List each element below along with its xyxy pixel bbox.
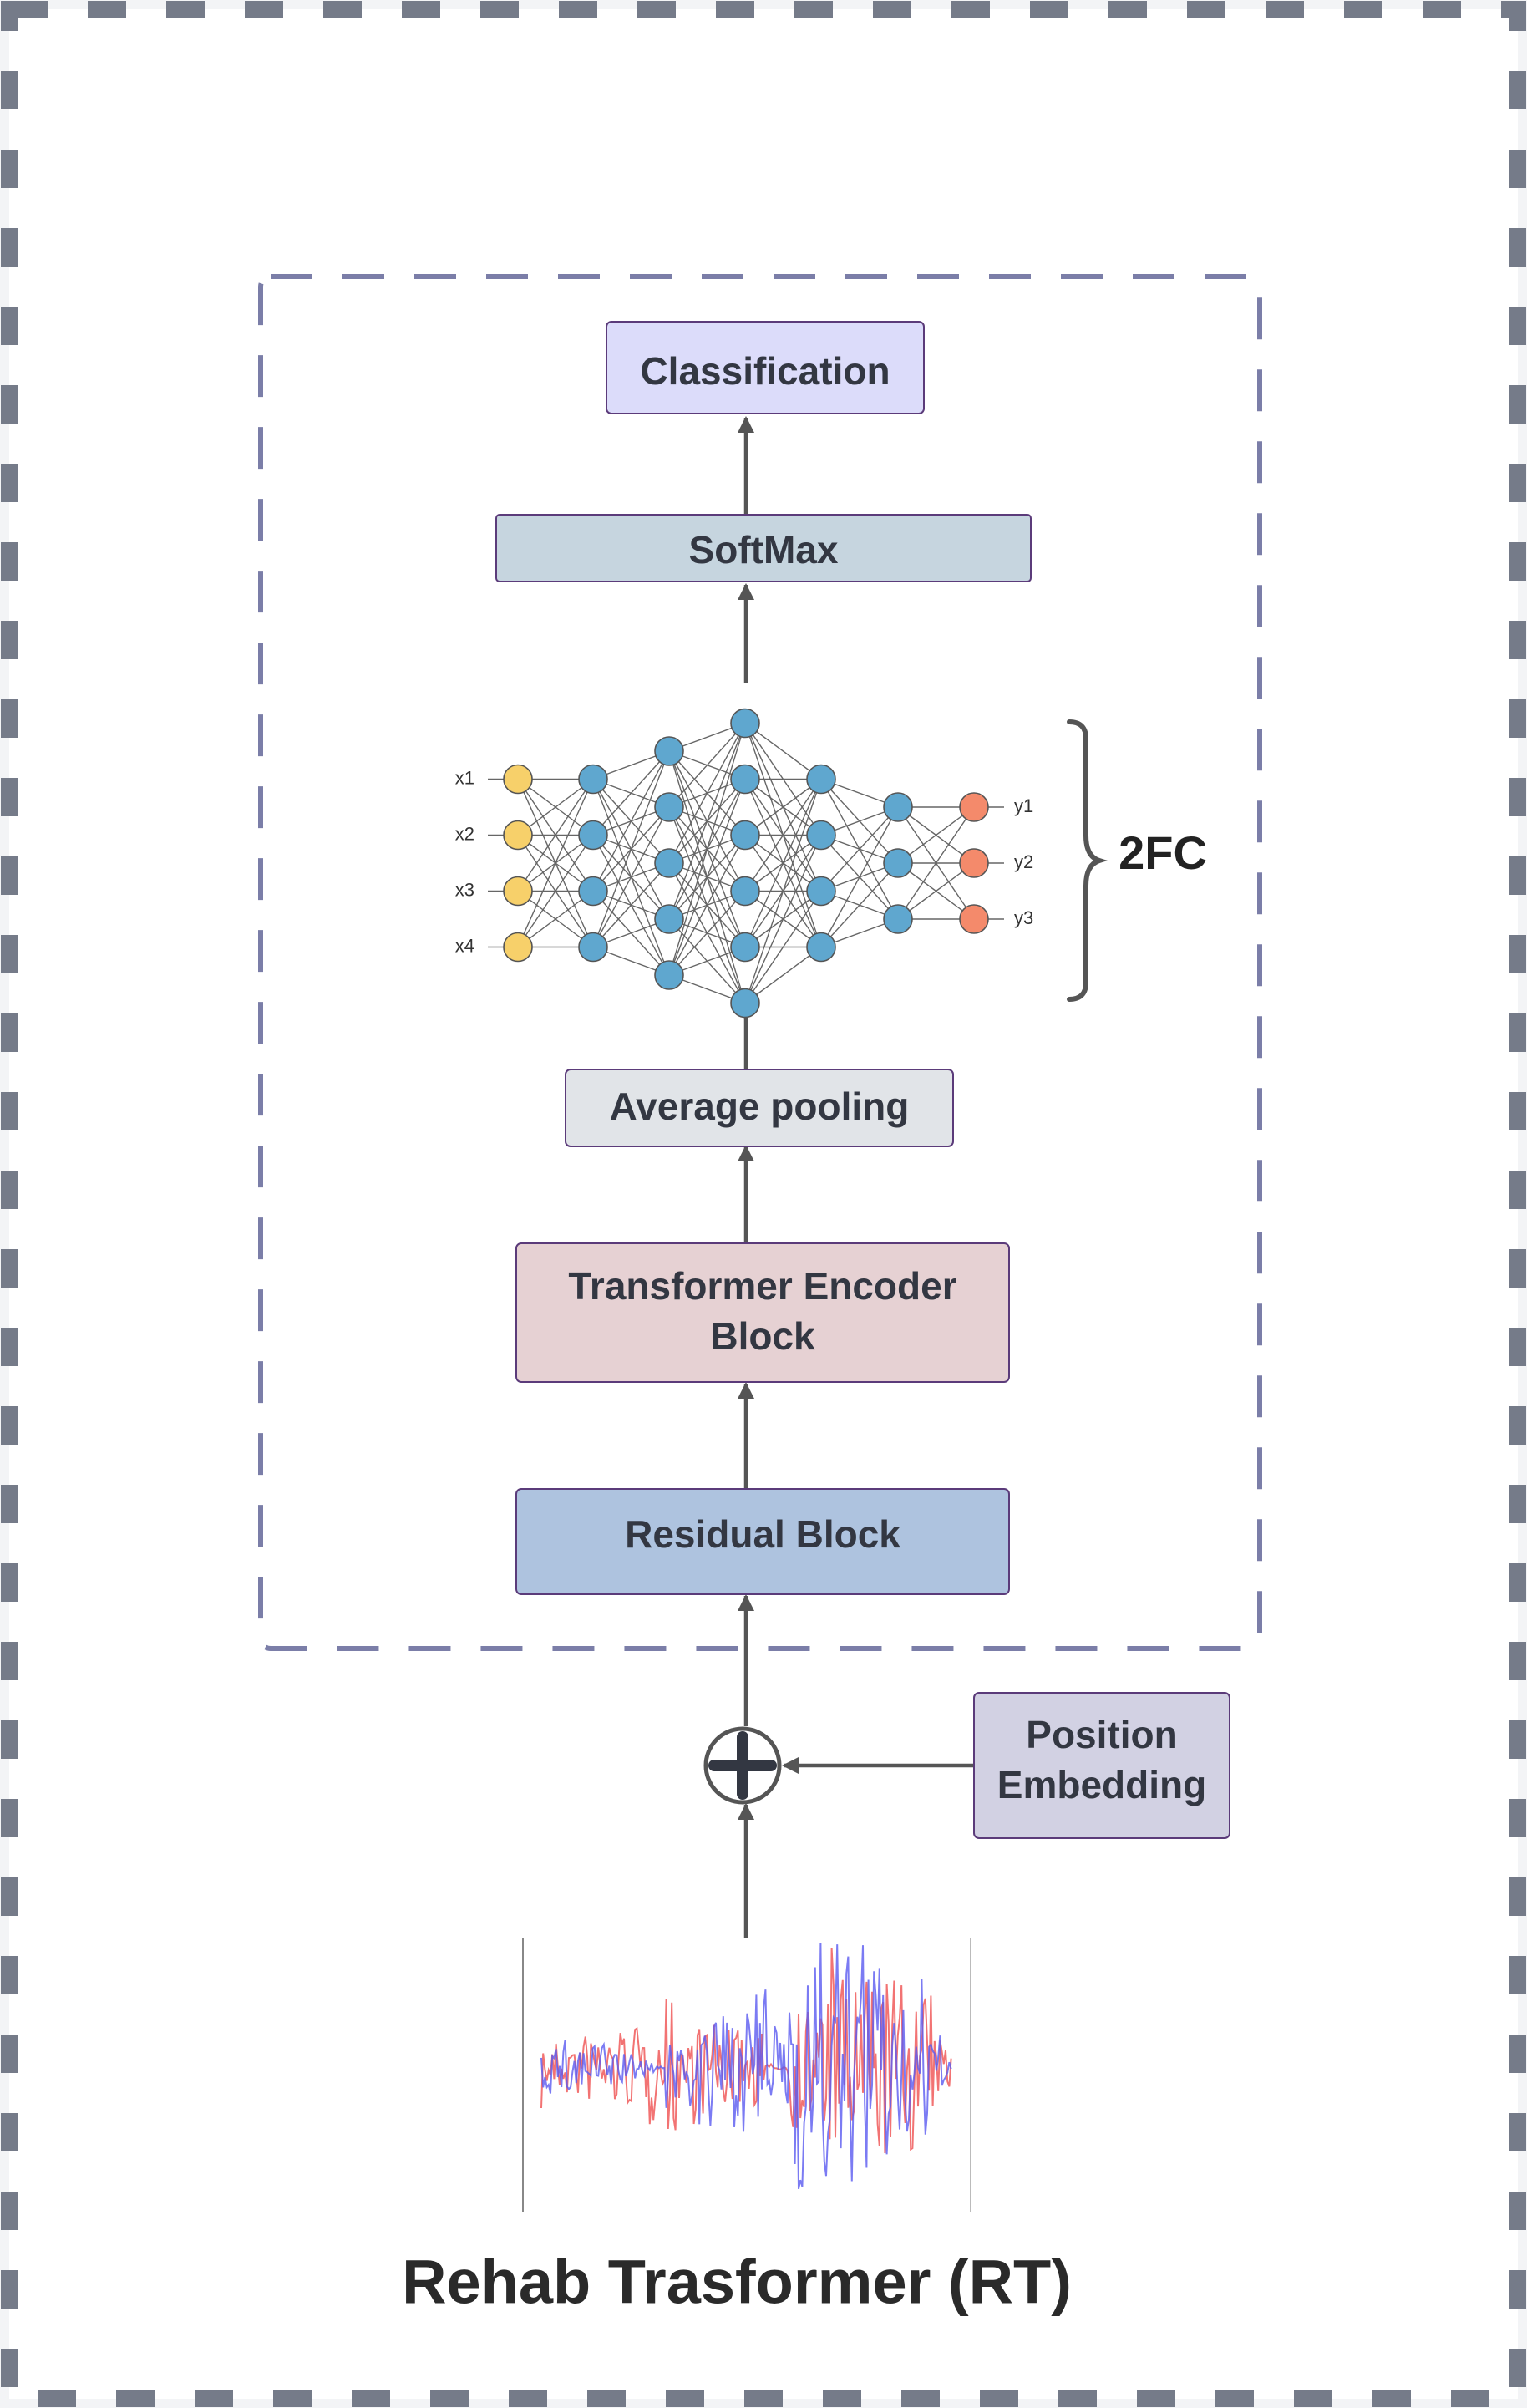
network-edge (668, 779, 746, 976)
network-edge (744, 722, 822, 780)
hidden-node (730, 932, 760, 963)
network-edge (897, 862, 975, 920)
page-title: Rehab Trasformer (RT) (402, 2248, 1072, 2317)
hidden-node (578, 932, 608, 963)
hidden-node (578, 876, 608, 907)
residual-label: Residual Block (625, 1512, 900, 1556)
fc-brace (1067, 719, 1108, 1002)
position-label-line1: Position (1026, 1713, 1177, 1756)
network-edge (517, 778, 594, 836)
network-edge (744, 891, 822, 1003)
hidden-node (654, 904, 684, 934)
network-edge (668, 723, 746, 864)
output-node (959, 848, 989, 878)
network-edge (744, 946, 822, 1004)
hidden-node (730, 820, 760, 851)
hidden-node (654, 848, 684, 878)
output-label: y1 (1014, 795, 1033, 816)
network-edge (592, 806, 670, 947)
output-node (959, 792, 989, 822)
transformer-label-line1: Transformer Encoder (568, 1264, 956, 1308)
network-edge (668, 723, 746, 976)
hidden-node (806, 820, 836, 851)
network-edge (592, 750, 670, 892)
input-label: x1 (455, 767, 474, 788)
input-node (503, 764, 533, 795)
network-edge (744, 779, 822, 892)
network-edge (668, 891, 746, 976)
output-label: y2 (1014, 851, 1033, 872)
fully-connected-network: x1 x2 x3 x4 y1 y2 y3 (455, 708, 1033, 1019)
hidden-node (883, 904, 913, 934)
hidden-node (730, 708, 760, 739)
position-embedding-block: Position Embedding (973, 1692, 1230, 1839)
network-edge (592, 862, 670, 947)
input-signal-plot (522, 1938, 971, 2212)
network-edge (744, 779, 822, 1003)
input-label: x2 (455, 823, 474, 844)
signal-trace-blue (540, 1942, 952, 2190)
input-label: x3 (455, 879, 474, 900)
sum-plus-icon (703, 1726, 782, 1805)
transformer-label-line2: Block (710, 1314, 815, 1358)
network-edge (517, 779, 594, 947)
network-edge (592, 750, 670, 836)
hidden-node (578, 764, 608, 795)
hidden-node (806, 876, 836, 907)
softmax-block: SoftMax (495, 514, 1032, 582)
input-label: x4 (455, 935, 474, 956)
input-node (503, 932, 533, 963)
classification-label: Classification (640, 349, 890, 393)
network-edge (820, 862, 899, 947)
classification-block: Classification (606, 321, 925, 414)
average-pooling-label: Average pooling (610, 1085, 910, 1128)
transformer-encoder-block: Transformer Encoder Block (515, 1242, 1010, 1383)
network-edge (744, 779, 822, 947)
network-edge (517, 779, 594, 892)
network-edge (668, 723, 746, 808)
output-label: y3 (1014, 907, 1033, 928)
network-edge (517, 835, 594, 947)
softmax-label: SoftMax (689, 528, 839, 572)
hidden-node (578, 820, 608, 851)
fc-label: 2FC (1119, 826, 1207, 879)
hidden-node (806, 764, 836, 795)
hidden-node (730, 764, 760, 795)
network-edge (820, 806, 899, 892)
hidden-node (883, 792, 913, 822)
network-edge (744, 835, 822, 1003)
average-pooling-block: Average pooling (565, 1069, 954, 1147)
network-edge (897, 806, 975, 920)
hidden-node (806, 932, 836, 963)
hidden-node (654, 736, 684, 766)
input-node (503, 820, 533, 851)
network-edge (744, 778, 822, 836)
output-node (959, 904, 989, 934)
network-edge (668, 835, 746, 976)
input-node (503, 876, 533, 907)
hidden-node (654, 960, 684, 990)
connectors (737, 415, 974, 1938)
model-dashed-group (258, 274, 1262, 1651)
network-edge (592, 750, 670, 947)
network-edge (668, 723, 746, 920)
network-edge (517, 890, 594, 948)
network-edge (897, 806, 975, 864)
hidden-node (730, 876, 760, 907)
network-edge (820, 806, 899, 947)
hidden-node (654, 792, 684, 822)
hidden-node (730, 988, 760, 1019)
hidden-node (883, 848, 913, 878)
position-label-line2: Embedding (997, 1763, 1206, 1806)
residual-block: Residual Block (515, 1488, 1010, 1595)
